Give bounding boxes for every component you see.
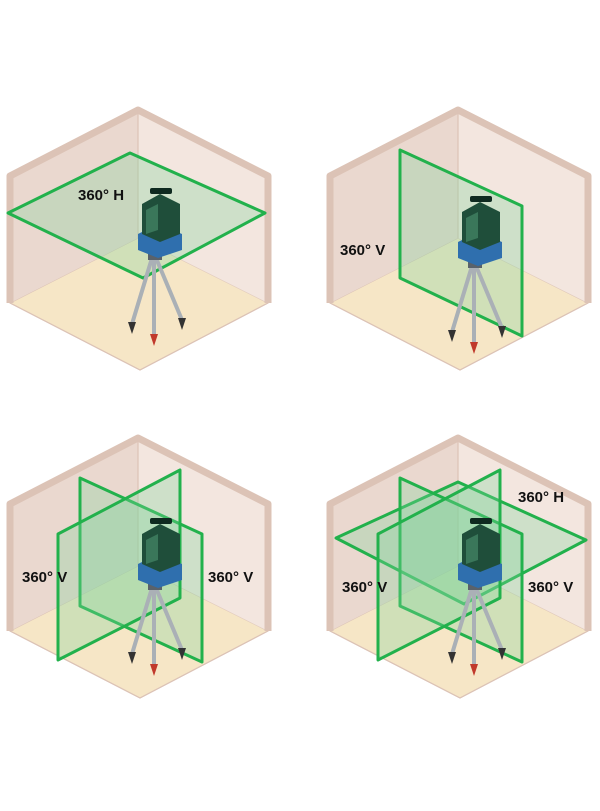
tool-handle <box>150 518 172 524</box>
tripod-foot <box>498 326 506 338</box>
tripod-foot <box>498 648 506 660</box>
room-left-wall <box>330 438 458 631</box>
tool-handle <box>470 518 492 524</box>
label-360-v-left: 360° V <box>342 579 387 596</box>
tripod-foot <box>150 334 158 346</box>
tripod-foot <box>178 648 186 660</box>
room-floor-edge <box>329 302 589 371</box>
tool-handle <box>150 188 172 194</box>
tripod-leg <box>130 257 154 325</box>
tool-window <box>146 534 158 564</box>
tripod-leg <box>154 257 184 321</box>
panel-360-h-v-v: 360° H 360° V 360° V <box>326 434 592 699</box>
laser-level-tool <box>448 196 506 354</box>
tool-window <box>146 204 158 234</box>
label-360-v: 360° V <box>340 242 385 259</box>
tripod-foot <box>470 664 478 676</box>
label-360-v-left: 360° V <box>22 569 67 586</box>
label-360-h: 360° H <box>518 489 564 506</box>
label-360-v-right: 360° V <box>208 569 253 586</box>
tripod-foot <box>128 652 136 664</box>
tripod-foot <box>128 322 136 334</box>
label-360-v-right: 360° V <box>528 579 573 596</box>
laser-level-tool <box>448 518 506 676</box>
room-floor-edge <box>9 630 269 699</box>
room-left-wall <box>10 110 138 303</box>
tripod-leg <box>450 587 474 655</box>
tool-handle <box>470 196 492 202</box>
tripod-foot <box>448 330 456 342</box>
room-left-wall <box>330 110 458 303</box>
tripod-leg <box>154 587 184 651</box>
panel-360-v-v: 360° V 360° V <box>6 434 272 699</box>
vertical-laser-plane-b <box>56 468 182 662</box>
panel-360-v: 360° V <box>326 106 592 371</box>
vertical-laser-plane-b <box>376 468 502 662</box>
label-360-h: 360° H <box>78 187 124 204</box>
room-floor-edge <box>9 302 269 371</box>
tripod-foot <box>178 318 186 330</box>
tripod-foot <box>150 664 158 676</box>
room-left-wall <box>10 438 138 631</box>
laser-level-tool <box>128 188 186 346</box>
tool-window <box>466 212 478 242</box>
tripod-foot <box>448 652 456 664</box>
laser-level-tool <box>128 518 186 676</box>
tripod-leg <box>474 265 504 329</box>
tripod-leg <box>474 587 504 651</box>
panel-360-h: 360° H <box>6 106 272 371</box>
horizontal-laser-plane <box>6 151 267 280</box>
tripod-leg <box>130 587 154 655</box>
tripod-leg <box>450 265 474 333</box>
room-floor-edge <box>329 630 589 699</box>
room-right-wall <box>138 110 268 303</box>
tool-window <box>466 534 478 564</box>
tripod-foot <box>470 342 478 354</box>
